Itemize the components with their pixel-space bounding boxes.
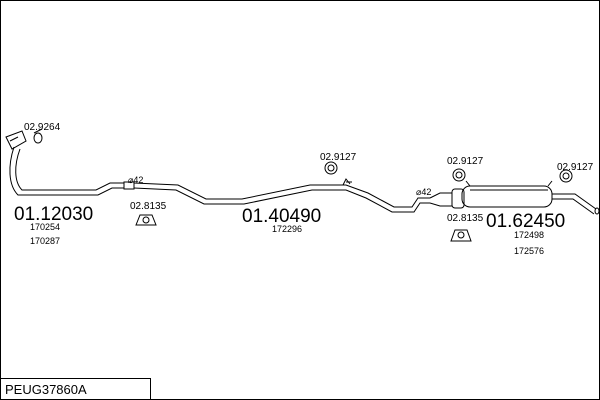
- rubber-mount-icon: [324, 161, 338, 175]
- oe-ref: 170254: [30, 222, 60, 232]
- bracket-icon: [135, 214, 157, 226]
- rubber-mount-icon: [452, 168, 466, 182]
- bracket-label-1: 02.8135: [130, 201, 167, 212]
- fitting-clamp-label: 02.9264: [24, 122, 61, 133]
- oe-ref: 172296: [272, 224, 302, 234]
- oe-ref: 172576: [514, 246, 544, 256]
- kit-code: PEUG37860A: [5, 382, 87, 397]
- rear-silencer: [429, 180, 600, 215]
- bracket-icon: [450, 229, 472, 242]
- oe-ref: 170287: [30, 236, 60, 246]
- mount-label-1: 02.9127: [320, 152, 357, 163]
- part-number-front-pipe: 01.12030: [14, 204, 93, 225]
- diameter-label-2: ⌀42: [416, 187, 431, 197]
- rubber-mount-icon: [559, 169, 573, 183]
- oe-ref: 172498: [514, 230, 544, 240]
- part-number-middle-pipe: 01.40490: [242, 206, 321, 227]
- clamp-fitting: [33, 128, 43, 144]
- mount-label-2: 02.9127: [447, 156, 484, 167]
- bracket-label-2: 02.8135: [447, 213, 484, 224]
- front-pipe: [5, 130, 124, 196]
- mount-label-3: 02.9127: [557, 162, 594, 173]
- part-number-rear-silencer: 01.62450: [486, 211, 565, 232]
- diameter-label-1: ⌀42: [128, 175, 143, 185]
- middle-pipe: [123, 178, 430, 213]
